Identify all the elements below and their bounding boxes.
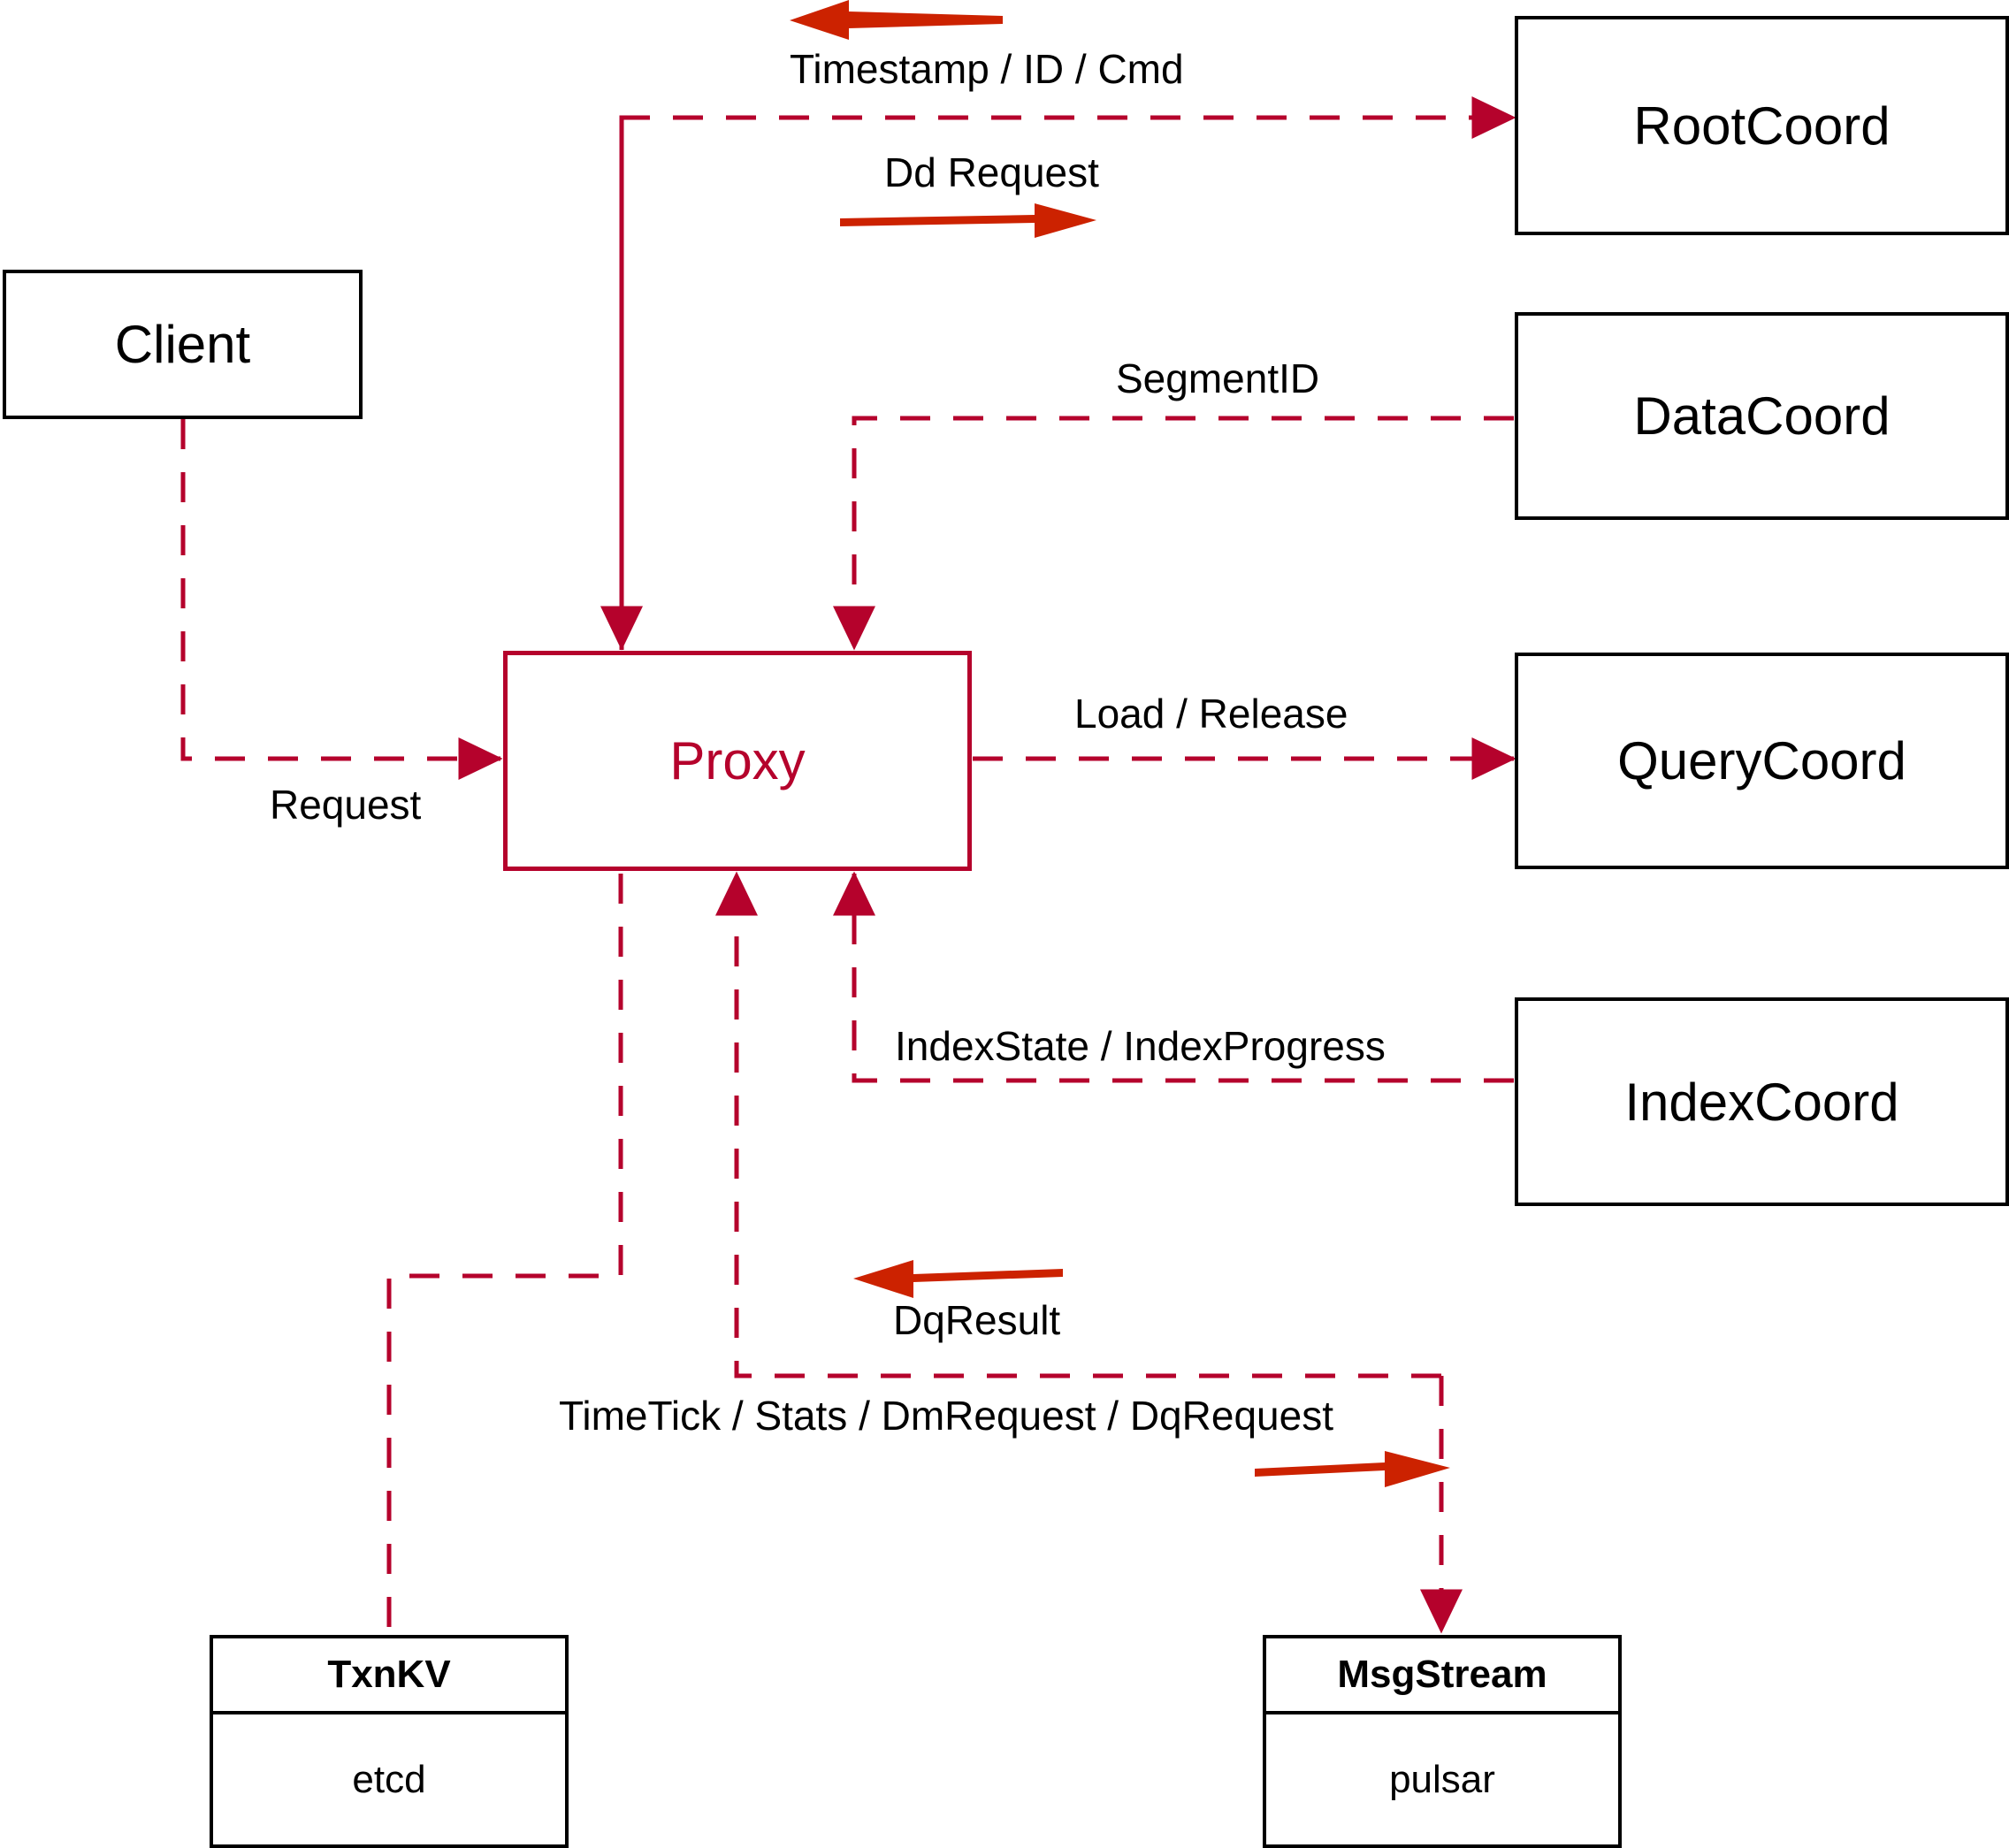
edge-label-index-state-progress: IndexState / IndexProgress <box>895 1023 1386 1069</box>
node-datacoord-label: DataCoord <box>1633 386 1891 446</box>
node-indexcoord[interactable]: IndexCoord <box>1515 997 2009 1206</box>
arrow-dq-result <box>853 1260 1063 1298</box>
edge-client-to-proxy <box>180 419 503 780</box>
node-txnkv[interactable]: TxnKV etcd <box>210 1635 569 1848</box>
edge-msgstream-to-proxy <box>715 871 1441 1378</box>
node-indexcoord-label: IndexCoord <box>1624 1072 1899 1132</box>
node-proxy-label: Proxy <box>669 731 806 790</box>
edge-label-dq-result: DqResult <box>893 1297 1061 1343</box>
node-rootcoord[interactable]: RootCoord <box>1515 16 2009 235</box>
node-proxy[interactable]: Proxy <box>503 651 972 871</box>
node-msgstream-title: MsgStream <box>1266 1638 1618 1714</box>
edge-label-load-release: Load / Release <box>1074 691 1348 737</box>
edge-label-dd-request: Dd Request <box>884 149 1099 195</box>
node-msgstream[interactable]: MsgStream pulsar <box>1263 1635 1622 1848</box>
edge-label-timestamp-id-cmd: Timestamp / ID / Cmd <box>790 46 1184 92</box>
edge-label-timetick-stats: TimeTick / Stats / DmRequest / DqRequest <box>559 1393 1333 1439</box>
node-rootcoord-label: RootCoord <box>1633 95 1891 156</box>
node-client[interactable]: Client <box>3 270 363 419</box>
node-client-label: Client <box>114 315 251 374</box>
edge-indexcoord-to-proxy <box>833 871 1514 1083</box>
edge-datacoord-to-proxy <box>833 416 1514 651</box>
node-querycoord-label: QueryCoord <box>1617 731 1906 790</box>
edge-label-segment-id: SegmentID <box>1116 355 1320 401</box>
node-txnkv-impl: etcd <box>352 1757 426 1801</box>
node-txnkv-title: TxnKV <box>213 1638 565 1714</box>
arrow-timetick-stats <box>1255 1451 1450 1487</box>
edge-label-request: Request <box>270 782 422 828</box>
arrow-timestamp-id-cmd <box>790 0 1003 40</box>
node-datacoord[interactable]: DataCoord <box>1515 312 2009 520</box>
node-querycoord[interactable]: QueryCoord <box>1515 653 2009 869</box>
arrow-dd-request <box>840 203 1096 238</box>
direction-arrow-layer <box>790 0 1450 1487</box>
edge-proxy-to-txnkv <box>386 874 623 1635</box>
node-msgstream-impl: pulsar <box>1389 1757 1495 1801</box>
edge-proxy-to-rootcoord <box>619 96 1516 650</box>
